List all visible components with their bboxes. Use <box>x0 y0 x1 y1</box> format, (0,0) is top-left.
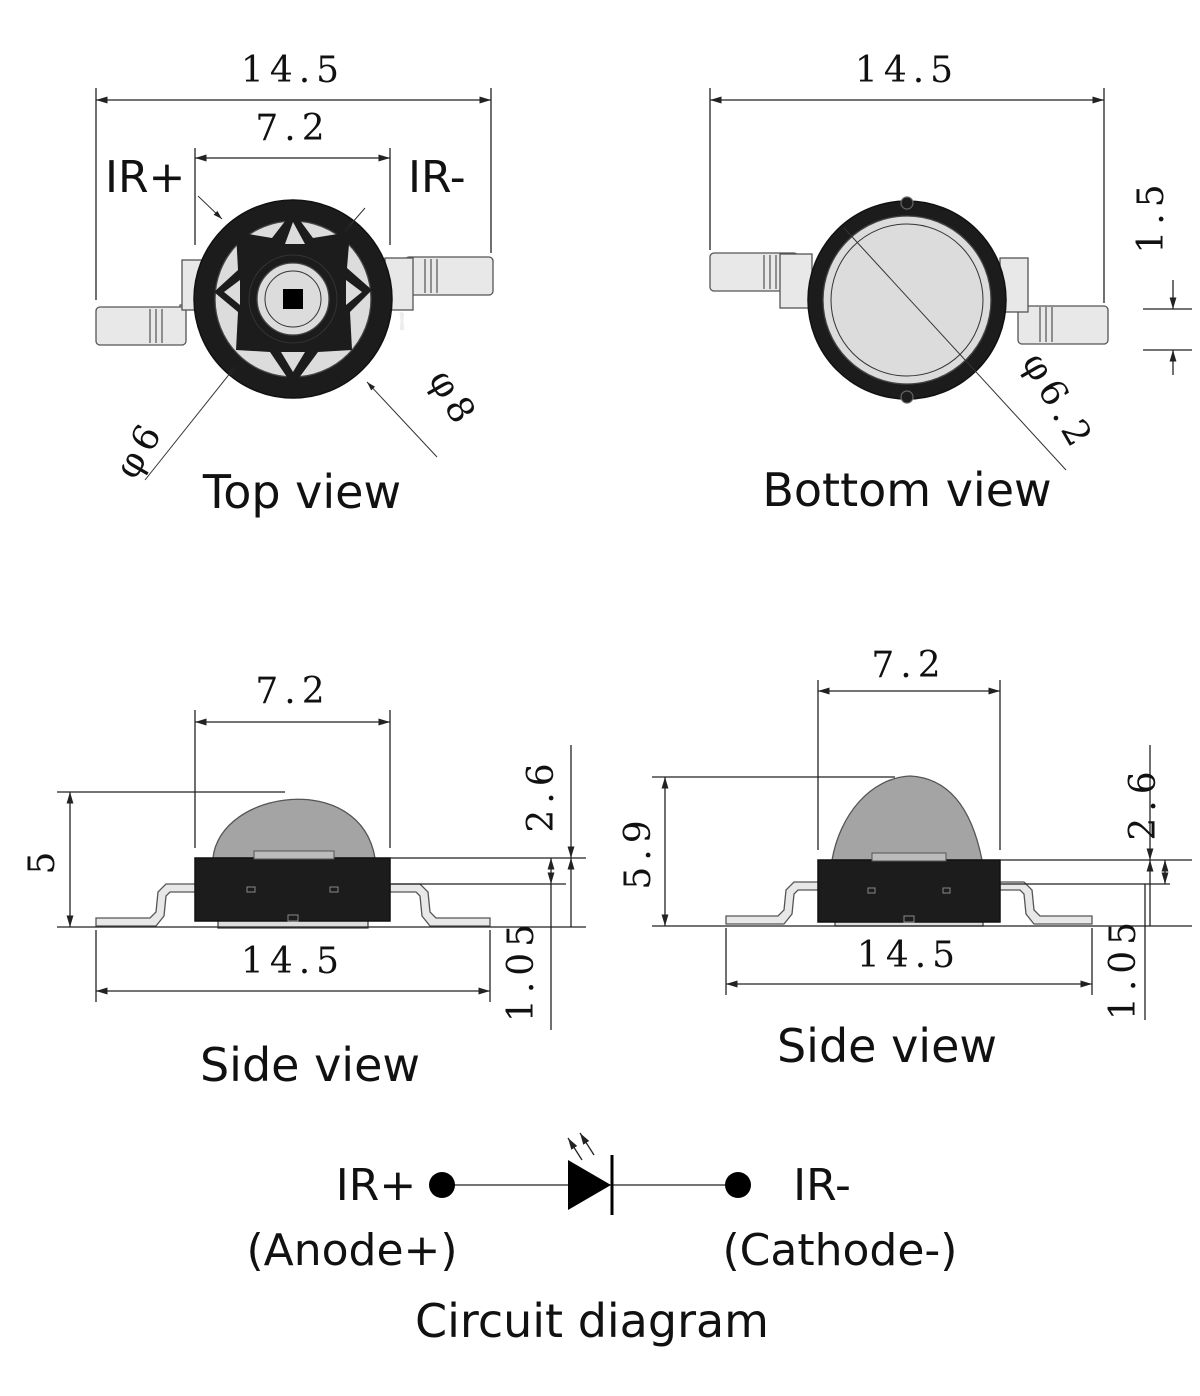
bottom-thermal-pad <box>822 215 992 385</box>
top-cathode-label: IR- <box>408 152 466 203</box>
top-view-label: Top view <box>202 465 401 519</box>
cathode-terminal <box>725 1172 751 1198</box>
top-lens-width-dim: 7.2 <box>255 108 330 149</box>
bottom-view-label: Bottom view <box>762 463 1051 517</box>
top-left-lead-tab <box>95 306 187 346</box>
side-right-body <box>817 859 1001 923</box>
side-left-lens <box>212 798 376 859</box>
side-left-view-label: Side view <box>200 1038 420 1092</box>
side-left-lead-left <box>95 883 197 927</box>
side-right-standoff-dim: 1.05 <box>1103 916 1144 1020</box>
side-right-lead-left <box>725 881 821 925</box>
anode-terminal <box>429 1172 455 1198</box>
side-view-right: 7.2 5.9 2.6 1.05 14.5 Side view <box>618 645 1192 1073</box>
anode-label: IR+ <box>336 1160 416 1211</box>
top-die <box>283 289 303 309</box>
side-left-total-height-dim: 5 <box>22 846 63 875</box>
circuit-diagram: IR+ (Anode+) IR- (Cathode-) Circuit diag… <box>246 1132 958 1348</box>
cathode-label: IR- <box>793 1160 851 1211</box>
side-right-view-label: Side view <box>777 1019 997 1073</box>
side-right-lens-height-dim: 2.6 <box>1123 765 1164 840</box>
side-right-lens <box>831 775 983 861</box>
top-right-lead-tab <box>404 256 494 296</box>
side-left-lens-height-dim: 2.6 <box>521 757 562 832</box>
side-left-body <box>194 857 391 922</box>
bottom-lead-thickness-dim: 1.5 <box>1131 178 1172 253</box>
bottom-width-dim: 14.5 <box>855 50 959 91</box>
side-view-left: 7.2 5 2.6 1.05 14.5 Side view <box>22 671 586 1092</box>
side-left-lens-width-dim: 7.2 <box>255 671 330 712</box>
bottom-pad-diameter-dim: φ6.2 <box>1014 346 1103 459</box>
emission-arrow-icon <box>567 1137 583 1161</box>
top-width-dim: 14.5 <box>241 50 345 91</box>
top-anode-label: IR+ <box>105 152 185 203</box>
side-left-lead-right <box>389 883 491 927</box>
bottom-view: 14.5 1.5 φ6.2 Bottom view <box>709 50 1192 517</box>
anode-sub-label: (Anode+) <box>246 1225 457 1276</box>
side-right-lead-right <box>999 881 1093 925</box>
top-inner-diameter-dim: φ6 <box>107 413 173 486</box>
cathode-sub-label: (Cathode-) <box>723 1225 958 1276</box>
bottom-right-lead-tab <box>1017 305 1109 345</box>
side-right-total-height-dim: 5.9 <box>618 814 659 889</box>
side-right-width-dim: 14.5 <box>857 935 961 976</box>
side-left-width-dim: 14.5 <box>241 941 345 982</box>
bottom-left-lead-step <box>779 253 813 309</box>
top-outer-diameter-dim: φ8 <box>420 363 486 436</box>
side-left-standoff-dim: 1.05 <box>501 918 542 1022</box>
circuit-diagram-title: Circuit diagram <box>415 1294 769 1348</box>
diode-icon <box>568 1160 611 1210</box>
side-right-lens-width-dim: 7.2 <box>871 645 946 686</box>
top-view: 14.5 7.2 IR+ IR- φ6 φ8 Top view <box>95 50 494 519</box>
